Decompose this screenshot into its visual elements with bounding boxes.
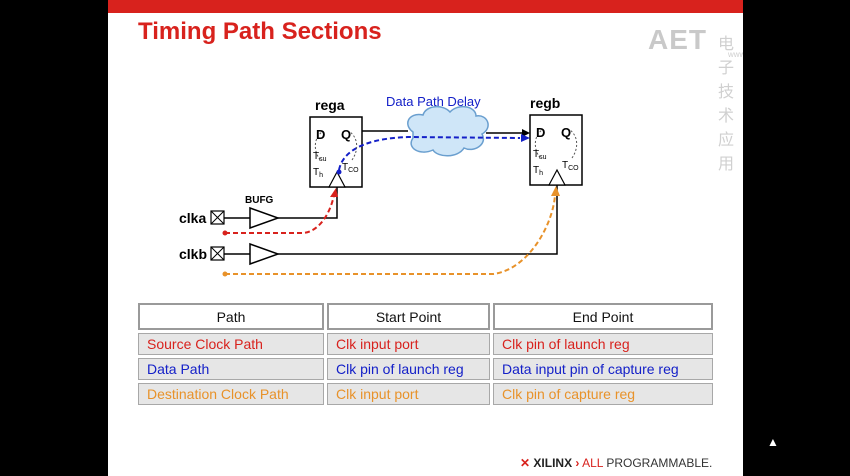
data-wire-arrow (522, 129, 530, 137)
data-path-cloud (407, 105, 489, 157)
mouse-cursor-icon: ▲ (767, 435, 779, 449)
xilinx-footer-logo: ✕ XILINX › ALL PROGRAMMABLE. (520, 456, 712, 470)
table-row: Destination Clock Path Clk input port Cl… (138, 383, 713, 405)
table-row: Source Clock Path Clk input port Clk pin… (138, 333, 713, 355)
regb-label: regb (530, 95, 560, 111)
bufg-buffer (249, 206, 281, 230)
clka-label: clka (179, 210, 206, 226)
header-start-point: Start Point (327, 303, 490, 330)
cell-path: Data Path (138, 358, 324, 380)
regb-tsu: Tsu (533, 149, 547, 161)
watermark-glyphs: 电子技术应用 (718, 36, 735, 173)
cell-start: Clk pin of launch reg (327, 358, 490, 380)
top-accent-bar (108, 0, 743, 13)
xilinx-brand: XILINX (533, 456, 573, 470)
bufg-label: BUFG (245, 195, 274, 206)
slide: Timing Path Sections AET 电子技术应用 www.Chin… (108, 0, 743, 476)
header-end-point: End Point (493, 303, 713, 330)
clkb-buffer (249, 242, 281, 266)
source-clock-path (225, 194, 335, 234)
table-row: Data Path Clk pin of launch reg Data inp… (138, 358, 713, 380)
cell-end: Clk pin of capture reg (493, 383, 713, 405)
timing-path-table: Path Start Point End Point Source Clock … (138, 303, 713, 408)
cloud-label: Data Path Delay (386, 94, 481, 109)
xilinx-x-icon: ✕ (520, 456, 531, 470)
header-path: Path (138, 303, 324, 330)
watermark-url: www.ChinaAET.com (728, 50, 743, 59)
timing-diagram: rega regb Data Path Delay BUFG clka clkb… (179, 94, 583, 277)
clka-wire (278, 187, 338, 219)
slide-title: Timing Path Sections (138, 18, 382, 45)
rega-label: rega (315, 97, 345, 113)
regb-tco: TCO (562, 160, 579, 172)
rega-tsu: Tsu (313, 151, 327, 163)
data-path-arrow (338, 135, 521, 171)
footer-tagline: PROGRAMMABLE. (606, 456, 713, 470)
cell-start: Clk input port (327, 383, 490, 405)
clkb-wire (278, 185, 558, 255)
regb-th: Th (533, 165, 543, 177)
table-header-row: Path Start Point End Point (138, 303, 713, 330)
cell-end: Data input pin of capture reg (493, 358, 713, 380)
rega-th: Th (313, 167, 323, 179)
rega-tco: TCO (342, 162, 359, 174)
cell-path: Destination Clock Path (138, 383, 324, 405)
chevron-icon: › (575, 456, 580, 470)
cell-path: Source Clock Path (138, 333, 324, 355)
regb-pin-d: D (536, 125, 545, 140)
watermark-logo: AET (648, 24, 707, 55)
footer-all: ALL (582, 456, 603, 470)
regb-pin-q: Q (561, 125, 571, 140)
destination-clock-path (225, 194, 556, 275)
cell-start: Clk input port (327, 333, 490, 355)
clkb-label: clkb (179, 246, 207, 262)
cell-end: Clk pin of launch reg (493, 333, 713, 355)
rega-pin-q: Q (341, 127, 351, 142)
rega-pin-d: D (316, 127, 325, 142)
